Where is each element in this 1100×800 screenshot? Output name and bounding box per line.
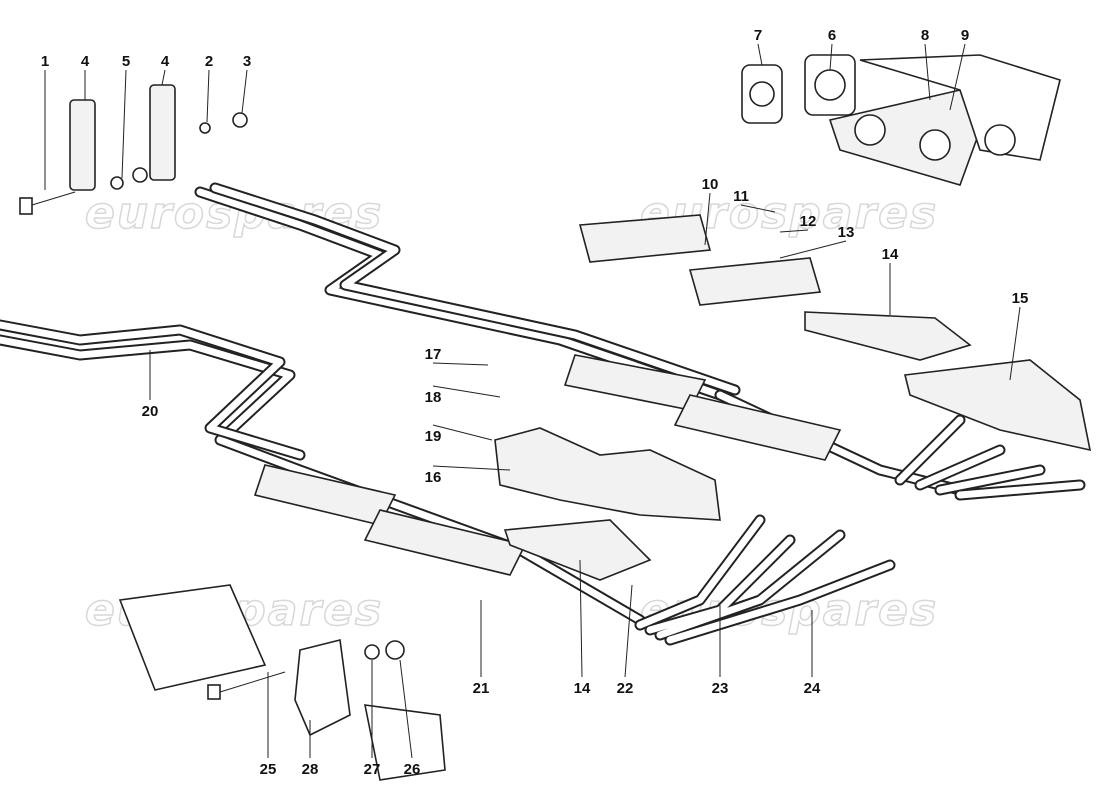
callout-16: 16	[425, 469, 442, 486]
leader-line	[161, 69, 166, 86]
callout-23: 23	[712, 680, 729, 697]
callout-19: 19	[425, 428, 442, 445]
callout-26: 26	[404, 761, 421, 778]
callout-14: 14	[882, 246, 899, 263]
callout-4: 4	[161, 53, 170, 70]
leader-line	[241, 69, 248, 114]
callout-10: 10	[702, 176, 719, 193]
leader-line	[432, 465, 511, 471]
leader-line	[432, 385, 501, 398]
leader-line	[740, 204, 776, 213]
callout-20: 20	[142, 403, 159, 420]
clamp-assembly	[118, 584, 446, 781]
callout-11: 11	[733, 188, 749, 205]
callout-4: 4	[81, 53, 90, 70]
callout-28: 28	[302, 761, 319, 778]
callout-3: 3	[243, 53, 251, 70]
leader-line	[779, 229, 809, 233]
heat-shields	[494, 214, 1092, 581]
leader-line	[779, 240, 847, 259]
callout-9: 9	[961, 27, 969, 44]
callout-21: 21	[473, 680, 490, 697]
leader-line	[704, 192, 711, 246]
leader-line	[399, 659, 413, 759]
callout-1: 1	[41, 53, 49, 70]
leader-line	[624, 584, 633, 678]
leader-line	[432, 424, 493, 441]
leader-line	[579, 559, 583, 678]
callout-5: 5	[122, 53, 130, 70]
leader-lines	[44, 43, 1021, 759]
leader-line	[432, 362, 489, 366]
callout-18: 18	[425, 389, 442, 406]
callout-22: 22	[617, 680, 634, 697]
upper-exhaust-pipe	[194, 182, 966, 496]
callout-6: 6	[828, 27, 836, 44]
mufflers	[253, 354, 842, 576]
callout-25: 25	[260, 761, 277, 778]
callout-7: 7	[754, 27, 762, 44]
gaskets	[741, 54, 1061, 186]
leader-line	[924, 43, 931, 101]
leader-line	[1009, 306, 1021, 381]
leader-line	[206, 69, 210, 123]
callout-15: 15	[1012, 290, 1029, 307]
leader-line	[829, 43, 833, 71]
callout-2: 2	[205, 53, 213, 70]
callout-13: 13	[838, 224, 855, 241]
callout-27: 27	[364, 761, 381, 778]
leader-line	[949, 43, 966, 111]
leader-line	[757, 43, 763, 66]
callout-12: 12	[800, 213, 817, 230]
callout-8: 8	[921, 27, 929, 44]
callout-24: 24	[804, 680, 821, 697]
leader-line	[121, 69, 127, 179]
callout-17: 17	[425, 346, 442, 363]
callout-14: 14	[574, 680, 591, 697]
mounting-hardware	[19, 84, 248, 215]
